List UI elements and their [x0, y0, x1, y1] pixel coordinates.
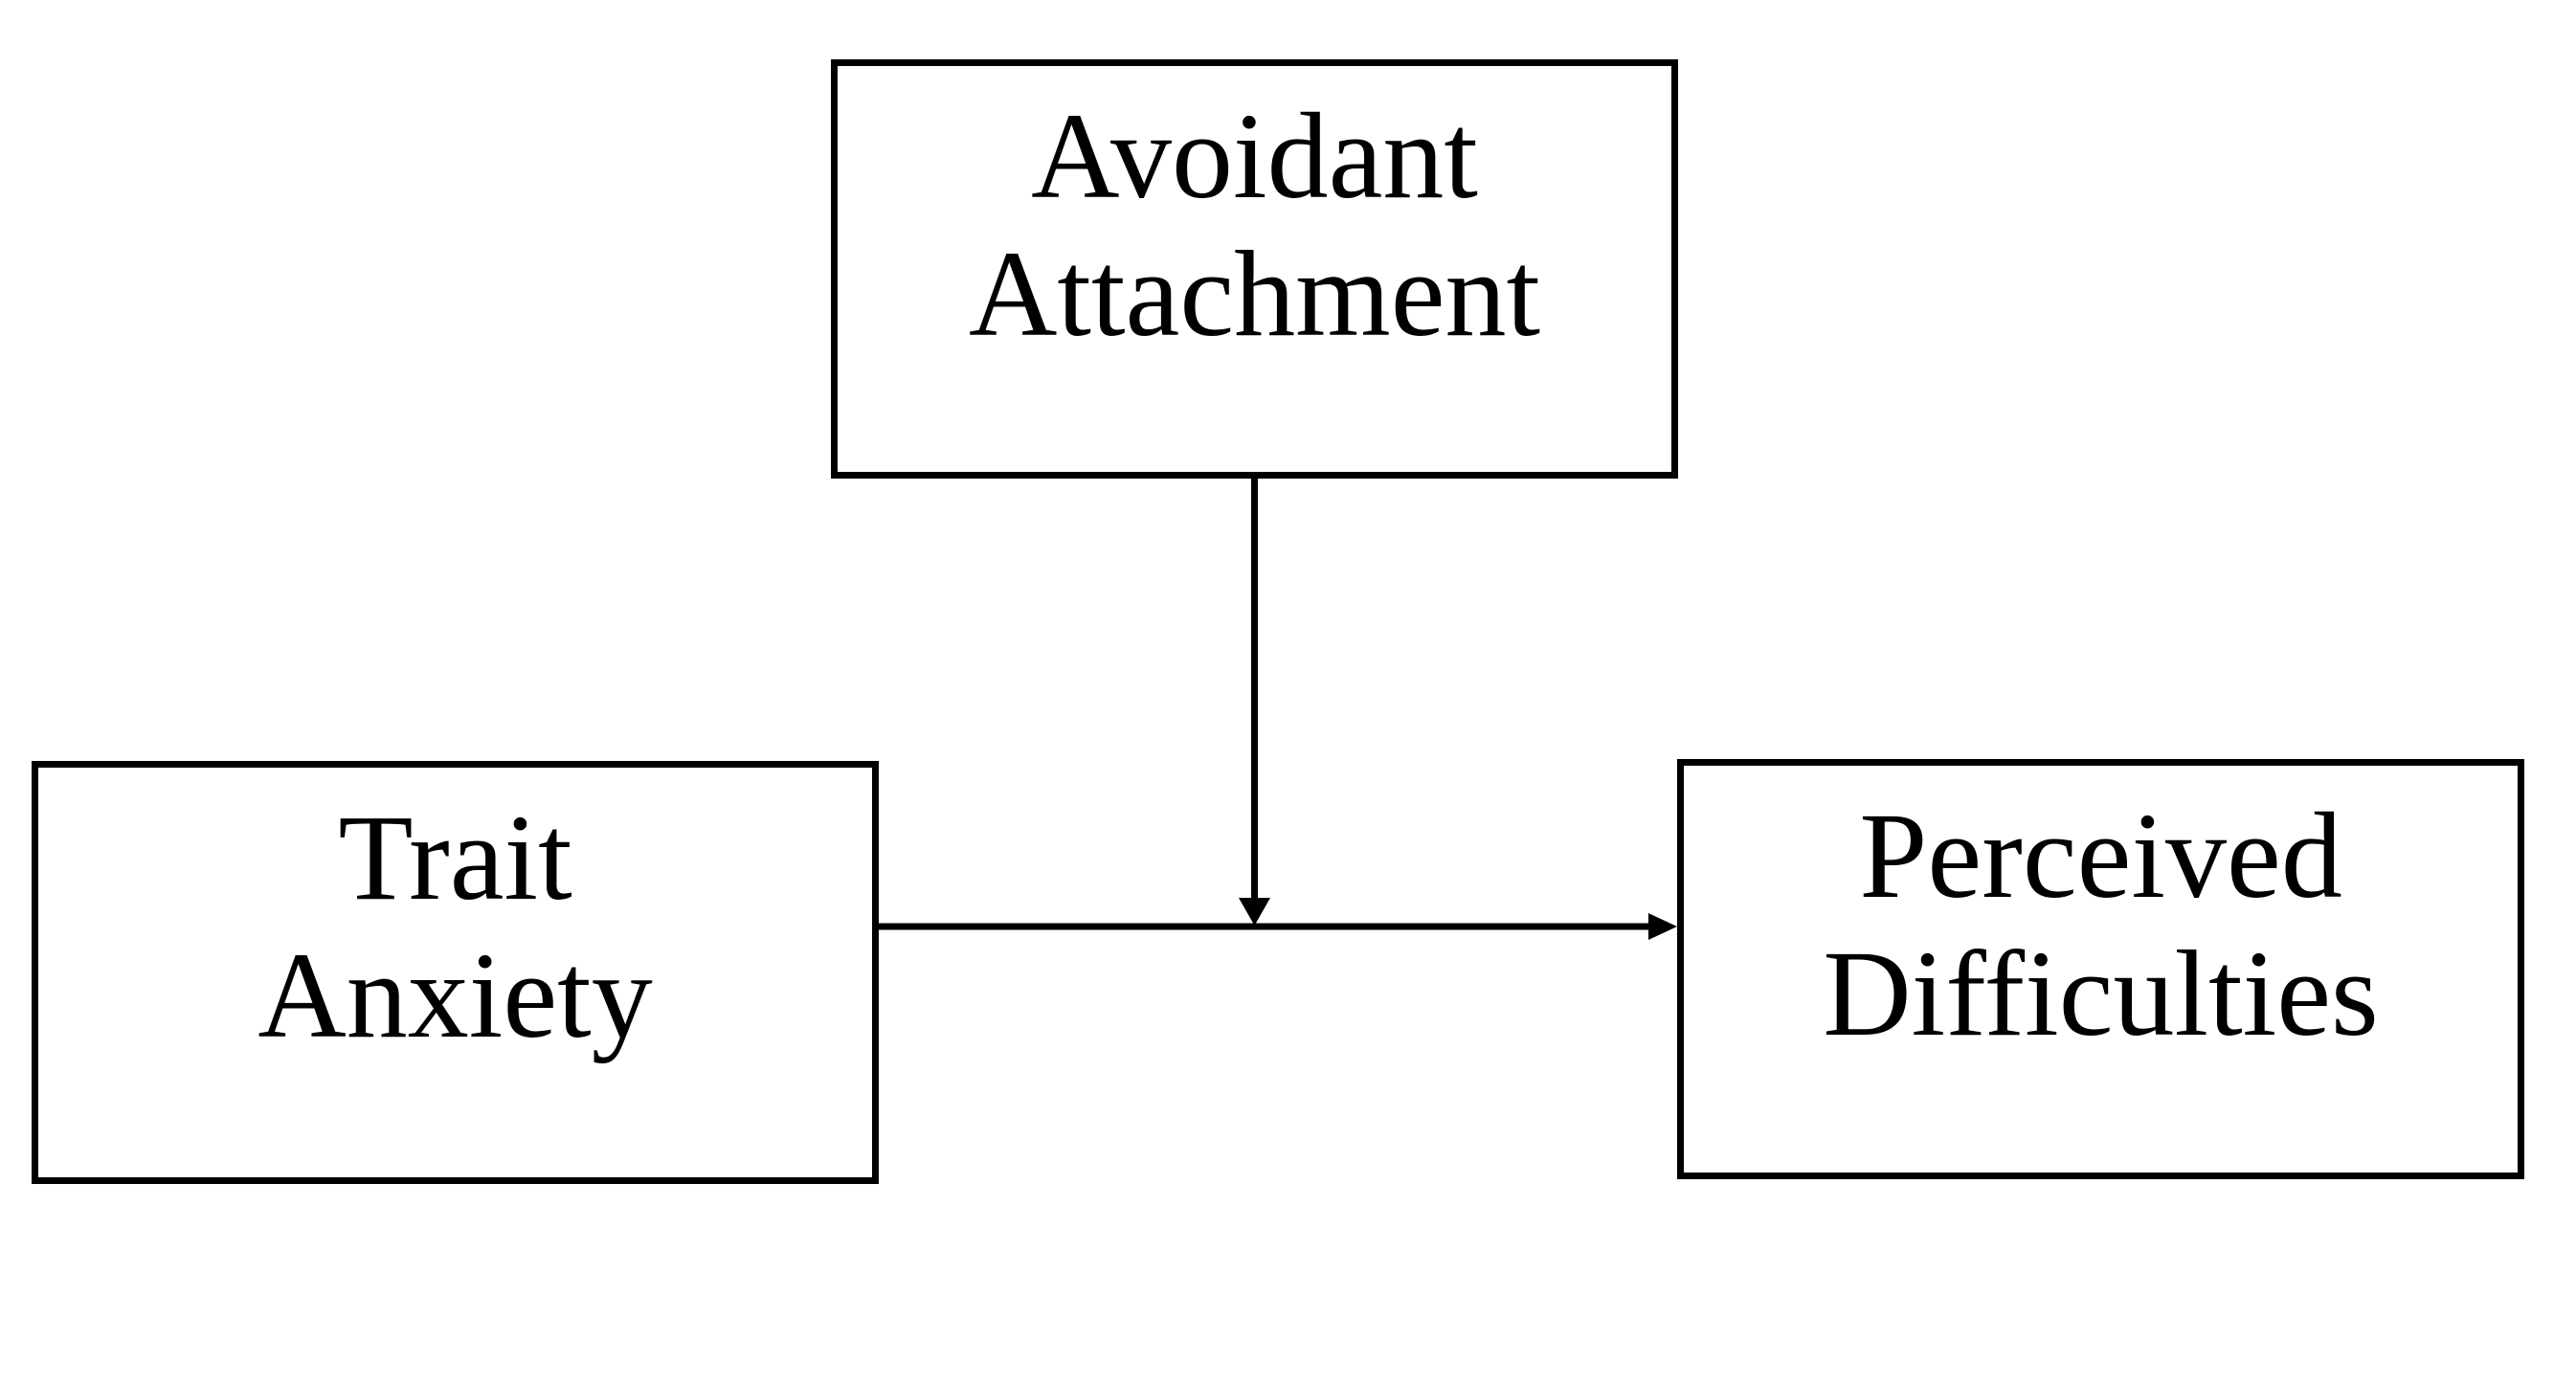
moderator-box: Avoidant Attachment — [831, 59, 1678, 479]
predictor-box: Trait Anxiety — [32, 761, 879, 1184]
moderator-label-line1: Avoidant — [1031, 88, 1478, 224]
outcome-label-line2: Difficulties — [1823, 926, 2379, 1061]
moderation-arrow — [1239, 479, 1270, 926]
direct-effect-arrow — [879, 913, 1677, 940]
moderator-label-line2: Attachment — [968, 226, 1541, 362]
outcome-label-line1: Perceived — [1859, 788, 2342, 924]
predictor-label-line2: Anxiety — [258, 927, 653, 1063]
predictor-label-line1: Trait — [338, 790, 572, 926]
outcome-box: Perceived Difficulties — [1677, 759, 2524, 1179]
